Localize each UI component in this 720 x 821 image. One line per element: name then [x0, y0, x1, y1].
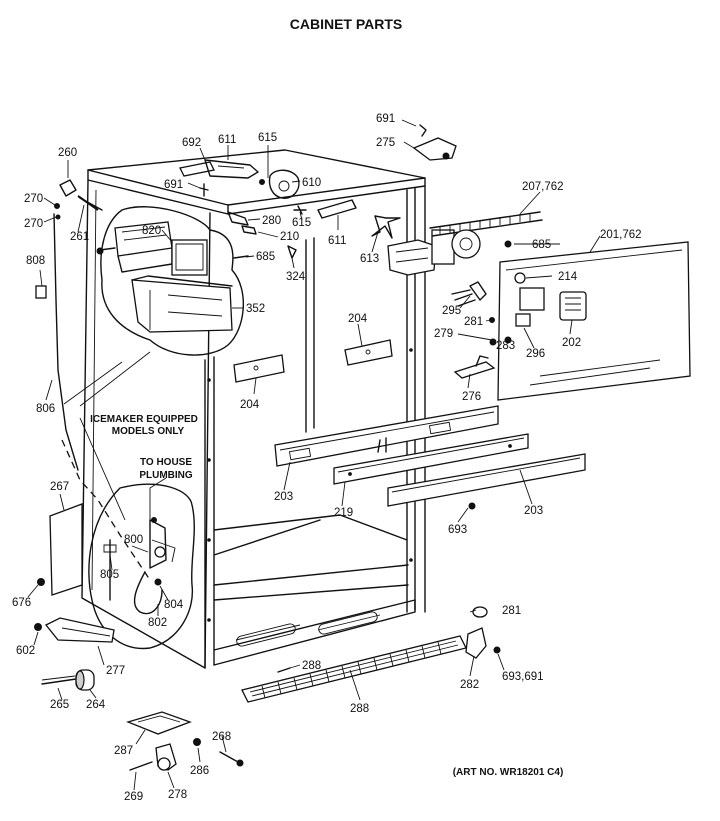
- label-286: 286: [190, 765, 209, 777]
- label-820: 820: [142, 225, 161, 237]
- label-802: 802: [148, 617, 167, 629]
- art-number: (ART NO. WR18201 C4): [453, 767, 564, 778]
- label-615-top: 615: [258, 132, 277, 144]
- label-204-left: 204: [240, 399, 260, 411]
- label-691-top: 691: [376, 113, 395, 125]
- icemaker-callout: [96, 206, 244, 356]
- water-valve-callout: [88, 477, 195, 650]
- label-281-lower: 281: [502, 605, 521, 617]
- grille: [241, 635, 467, 703]
- label-261: 261: [70, 231, 89, 243]
- label-613: 613: [360, 253, 379, 265]
- leader-lines: [27, 119, 601, 791]
- diagram-title: CABINET PARTS: [290, 16, 403, 32]
- left-side-parts: [34, 503, 115, 691]
- label-685-right: 685: [532, 239, 551, 251]
- label-268: 268: [212, 731, 231, 743]
- label-692: 692: [182, 137, 201, 149]
- label-267: 267: [50, 481, 69, 493]
- label-275: 275: [376, 137, 395, 149]
- label-204-right: 204: [348, 313, 368, 325]
- label-281-upper: 281: [464, 316, 483, 328]
- label-265: 265: [50, 699, 69, 711]
- label-207-762: 207,762: [522, 181, 564, 193]
- label-278: 278: [168, 789, 187, 801]
- label-296: 296: [526, 348, 545, 360]
- label-615-lower: 615: [292, 217, 311, 229]
- label-691-left: 691: [164, 179, 183, 191]
- label-277: 277: [106, 665, 125, 677]
- label-219: 219: [334, 507, 353, 519]
- label-260: 260: [58, 147, 77, 159]
- evaporator-fan-parts: [371, 124, 543, 276]
- label-352: 352: [246, 303, 265, 315]
- label-602: 602: [16, 645, 35, 657]
- label-288-small: 288: [302, 660, 321, 672]
- fill-tube: [35, 179, 151, 581]
- label-805: 805: [100, 569, 119, 581]
- label-676: 676: [12, 597, 31, 609]
- label-276: 276: [462, 391, 481, 403]
- label-279: 279: [434, 328, 453, 340]
- label-201-762: 201,762: [600, 229, 642, 241]
- label-203-upper: 203: [274, 491, 293, 503]
- label-693-691: 693,691: [502, 671, 544, 683]
- label-203-lower: 203: [524, 505, 543, 517]
- label-685-left: 685: [256, 251, 275, 263]
- label-264: 264: [86, 699, 106, 711]
- label-287: 287: [114, 745, 133, 757]
- notes: ICEMAKER EQUIPPED MODELS ONLY TO HOUSE P…: [90, 414, 563, 778]
- label-280: 280: [262, 215, 281, 227]
- icemaker-note-line2: MODELS ONLY: [112, 426, 185, 437]
- hinge-parts: [465, 606, 501, 659]
- label-270-upper: 270: [24, 193, 43, 205]
- top-center-parts: [179, 159, 357, 259]
- part-labels: 260 270 270 261 808 806 267 676 602 277 …: [12, 113, 642, 803]
- label-282: 282: [460, 679, 479, 691]
- label-324: 324: [286, 271, 306, 283]
- label-808: 808: [26, 255, 45, 267]
- label-283: 283: [496, 340, 515, 352]
- control-panel: [451, 241, 691, 401]
- plumbing-note-line2: PLUMBING: [139, 470, 193, 481]
- label-288-grille: 288: [350, 703, 369, 715]
- label-611-lower: 611: [328, 235, 346, 247]
- label-806: 806: [36, 403, 55, 415]
- icemaker-note-line1: ICEMAKER EQUIPPED: [90, 414, 198, 425]
- plumbing-note-line1: TO HOUSE: [140, 457, 192, 468]
- label-202: 202: [562, 337, 581, 349]
- label-804: 804: [164, 599, 184, 611]
- leveling-parts: [126, 711, 244, 771]
- label-210: 210: [280, 231, 299, 243]
- label-610: 610: [302, 177, 321, 189]
- label-214: 214: [558, 271, 578, 283]
- label-295: 295: [442, 305, 461, 317]
- label-269: 269: [124, 791, 143, 803]
- label-800: 800: [124, 534, 143, 546]
- label-270-lower: 270: [24, 218, 43, 230]
- label-611-top: 611: [218, 134, 236, 146]
- label-693: 693: [448, 524, 467, 536]
- rails: [233, 339, 586, 510]
